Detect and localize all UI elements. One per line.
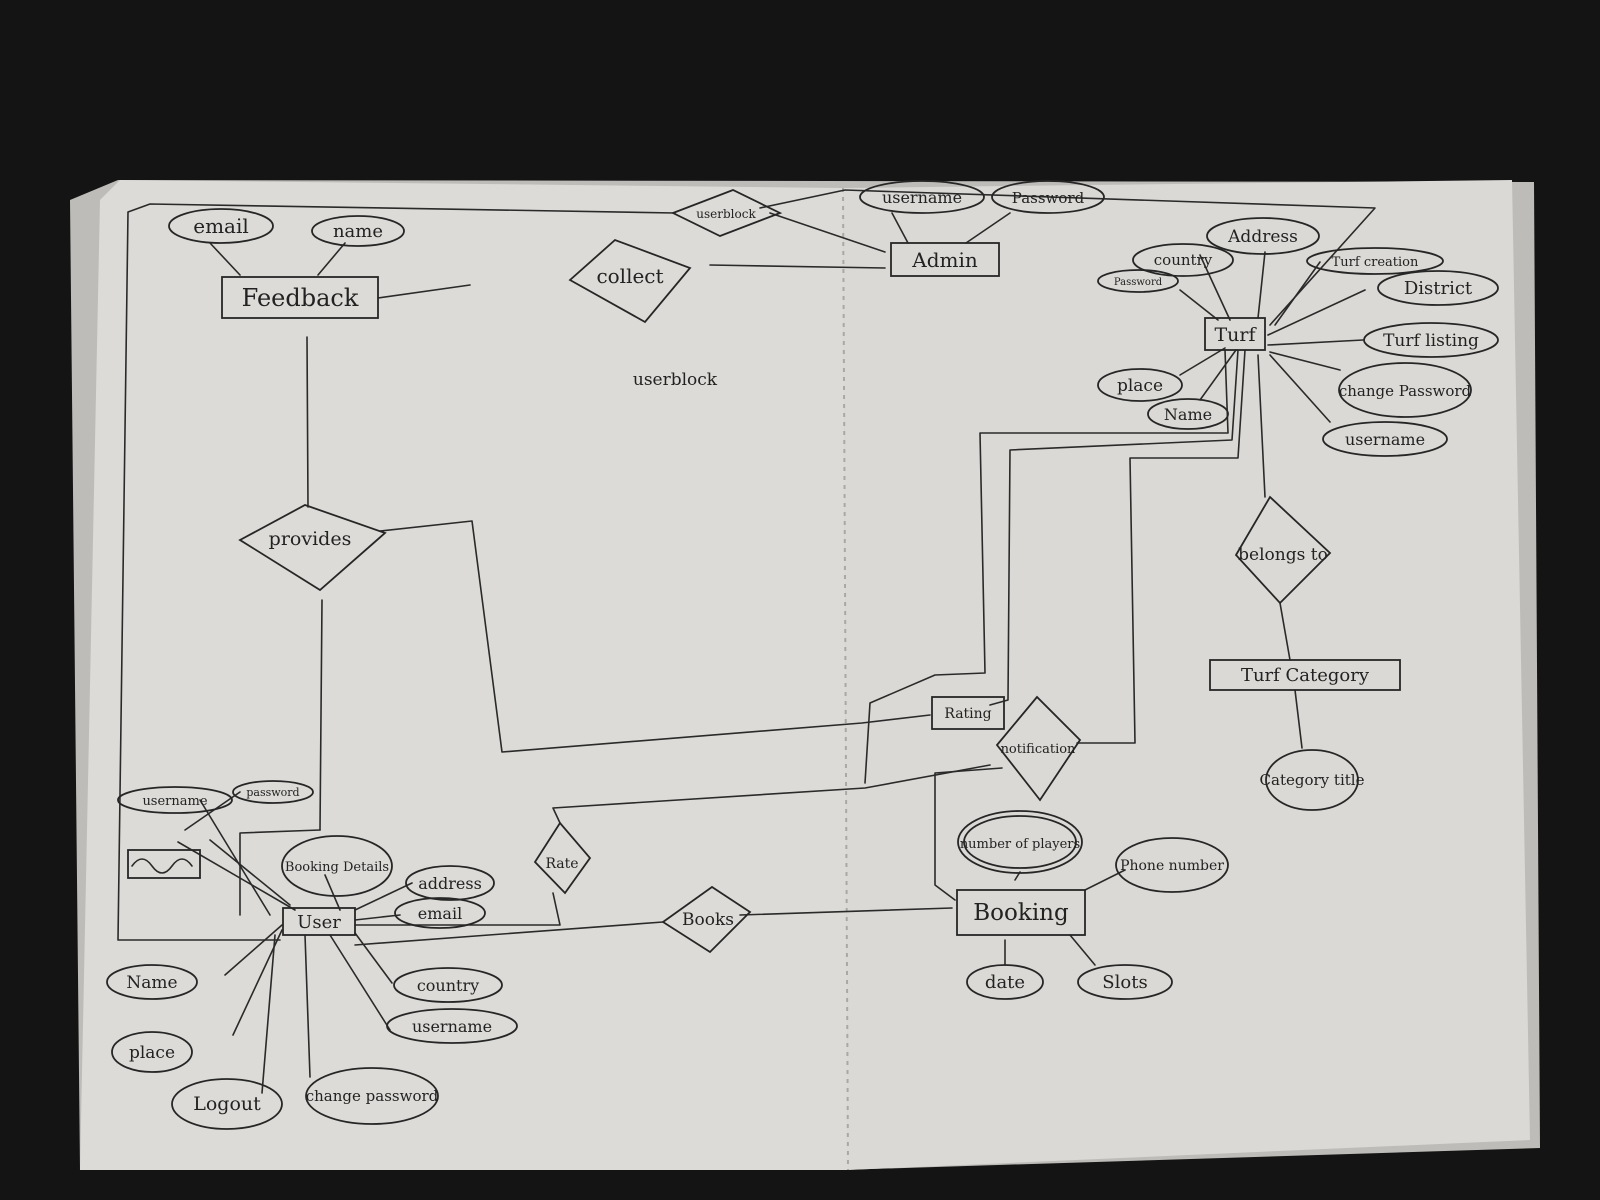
rate-label: Rate [545,856,578,872]
relationships: userblock collect provides belongs to no… [238,189,1332,954]
feedback-name-label: name [333,221,383,242]
relationship-books[interactable]: Books [661,885,752,954]
turf-creation-label: Turf creation [1332,255,1419,270]
user-address-label: address [418,874,482,893]
attribute-user-password-top[interactable]: password [232,780,314,804]
attribute-booking-slots[interactable]: Slots [1077,964,1173,1000]
category-title-label: Category title [1260,771,1365,789]
attribute-booking-date[interactable]: date [966,964,1044,1000]
attribute-turf-country[interactable]: country [1132,243,1234,277]
entities: Feedback Admin Turf Turf Category User B… [221,242,1401,936]
attribute-turf-place[interactable]: place [1097,368,1183,402]
relationship-collect[interactable]: collect [568,238,692,324]
attribute-user-email[interactable]: email [394,897,486,929]
user-country-label: country [417,976,479,995]
attribute-user-booking-details[interactable]: Booking Details [281,835,393,897]
attribute-turf-name[interactable]: Name [1147,398,1229,430]
entity-turf[interactable]: Turf [1204,317,1266,351]
belongs-to-label: belongs to [1238,545,1328,565]
attribute-admin-username[interactable]: username [859,180,985,214]
turf-password-label: Password [1114,277,1163,288]
attribute-user-username[interactable]: username [386,1008,518,1044]
relationship-userblock[interactable]: userblock [670,189,783,237]
attribute-turf-listing[interactable]: Turf listing [1363,322,1499,358]
attribute-user-country[interactable]: country [393,967,503,1003]
user-email-label: email [418,904,462,923]
attribute-turf-username[interactable]: username [1322,421,1448,457]
attribute-booking-phone[interactable]: Phone number [1115,837,1229,893]
user-booking-details-label: Booking Details [285,860,389,875]
userblock-note: userblock [633,370,718,390]
turf-username-label: username [1345,430,1425,449]
provides-label: provides [269,528,352,550]
attribute-turf-district[interactable]: District [1377,270,1499,306]
userblock-label: userblock [696,207,756,221]
turf-listing-label: Turf listing [1383,331,1479,351]
feedback-email-label: email [193,214,249,238]
scribbled-box [127,849,201,879]
turf-change-password-label: change Password [1339,382,1472,400]
relationship-provides[interactable]: provides [238,504,387,592]
entity-admin[interactable]: Admin [890,242,1000,277]
relationship-rate[interactable]: Rate [533,821,592,895]
entity-user[interactable]: User [282,907,356,936]
user-change-password-label: change password [306,1087,439,1105]
attribute-booking-players[interactable]: number of players [957,810,1083,874]
attribute-category-title[interactable]: Category title [1260,749,1365,811]
attribute-user-change-password[interactable]: change password [305,1067,439,1125]
turf-country-label: country [1154,251,1213,269]
turf-category-label: Turf Category [1241,665,1370,686]
attribute-turf-change-password[interactable]: change Password [1338,362,1472,418]
attribute-turf-address[interactable]: Address [1206,217,1320,255]
attribute-user-name[interactable]: Name [106,964,198,1000]
booking-slots-label: Slots [1102,972,1147,993]
booking-players-label: number of players [960,837,1080,852]
attribute-user-logout[interactable]: Logout [171,1078,283,1130]
user-password-top-label: password [246,786,299,799]
relationship-belongs-to[interactable]: belongs to [1234,495,1332,605]
relationship-notification[interactable]: notification [995,695,1082,802]
notification-label: notification [1001,742,1076,757]
admin-password-label: Password [1012,189,1085,207]
attribute-admin-password[interactable]: Password [991,180,1105,214]
booking-label: Booking [973,900,1069,926]
attribute-turf-creation[interactable]: Turf creation [1306,247,1444,275]
turf-name-label: Name [1164,405,1212,424]
user-username-top-label: username [142,794,207,809]
admin-label: Admin [911,248,978,272]
attribute-user-username-top[interactable]: username [117,786,233,814]
turf-address-label: Address [1227,227,1298,247]
turf-district-label: District [1404,278,1473,299]
entity-feedback[interactable]: Feedback [221,276,379,319]
attribute-user-place[interactable]: place [111,1031,193,1073]
user-name-label: Name [126,973,177,993]
connectors [117,189,1376,1094]
user-place-label: place [129,1043,175,1063]
admin-username-label: username [882,188,962,207]
attribute-feedback-email[interactable]: email [168,208,274,244]
entity-booking[interactable]: Booking [956,889,1086,936]
right-page [843,180,1530,1170]
scribble-mark [131,858,193,874]
user-logout-label: Logout [193,1093,261,1115]
feedback-label: Feedback [242,284,359,312]
attribute-user-address[interactable]: address [405,865,495,901]
user-label: User [297,912,341,933]
booking-date-label: date [985,972,1025,993]
books-label: Books [682,910,734,930]
attribute-turf-password[interactable]: Password [1097,269,1179,293]
booking-phone-label: Phone number [1120,858,1224,874]
user-username-label: username [412,1017,492,1036]
turf-label: Turf [1214,324,1257,346]
turf-place-label: place [1117,376,1163,396]
notebook-spine [842,187,849,1171]
attribute-feedback-name[interactable]: name [311,215,405,247]
attributes: email name username Password Address cou… [106,180,1499,1130]
rating-label: Rating [944,706,991,722]
entity-rating[interactable]: Rating [931,696,1005,730]
entity-turf-category[interactable]: Turf Category [1209,659,1401,691]
collect-label: collect [596,264,663,288]
